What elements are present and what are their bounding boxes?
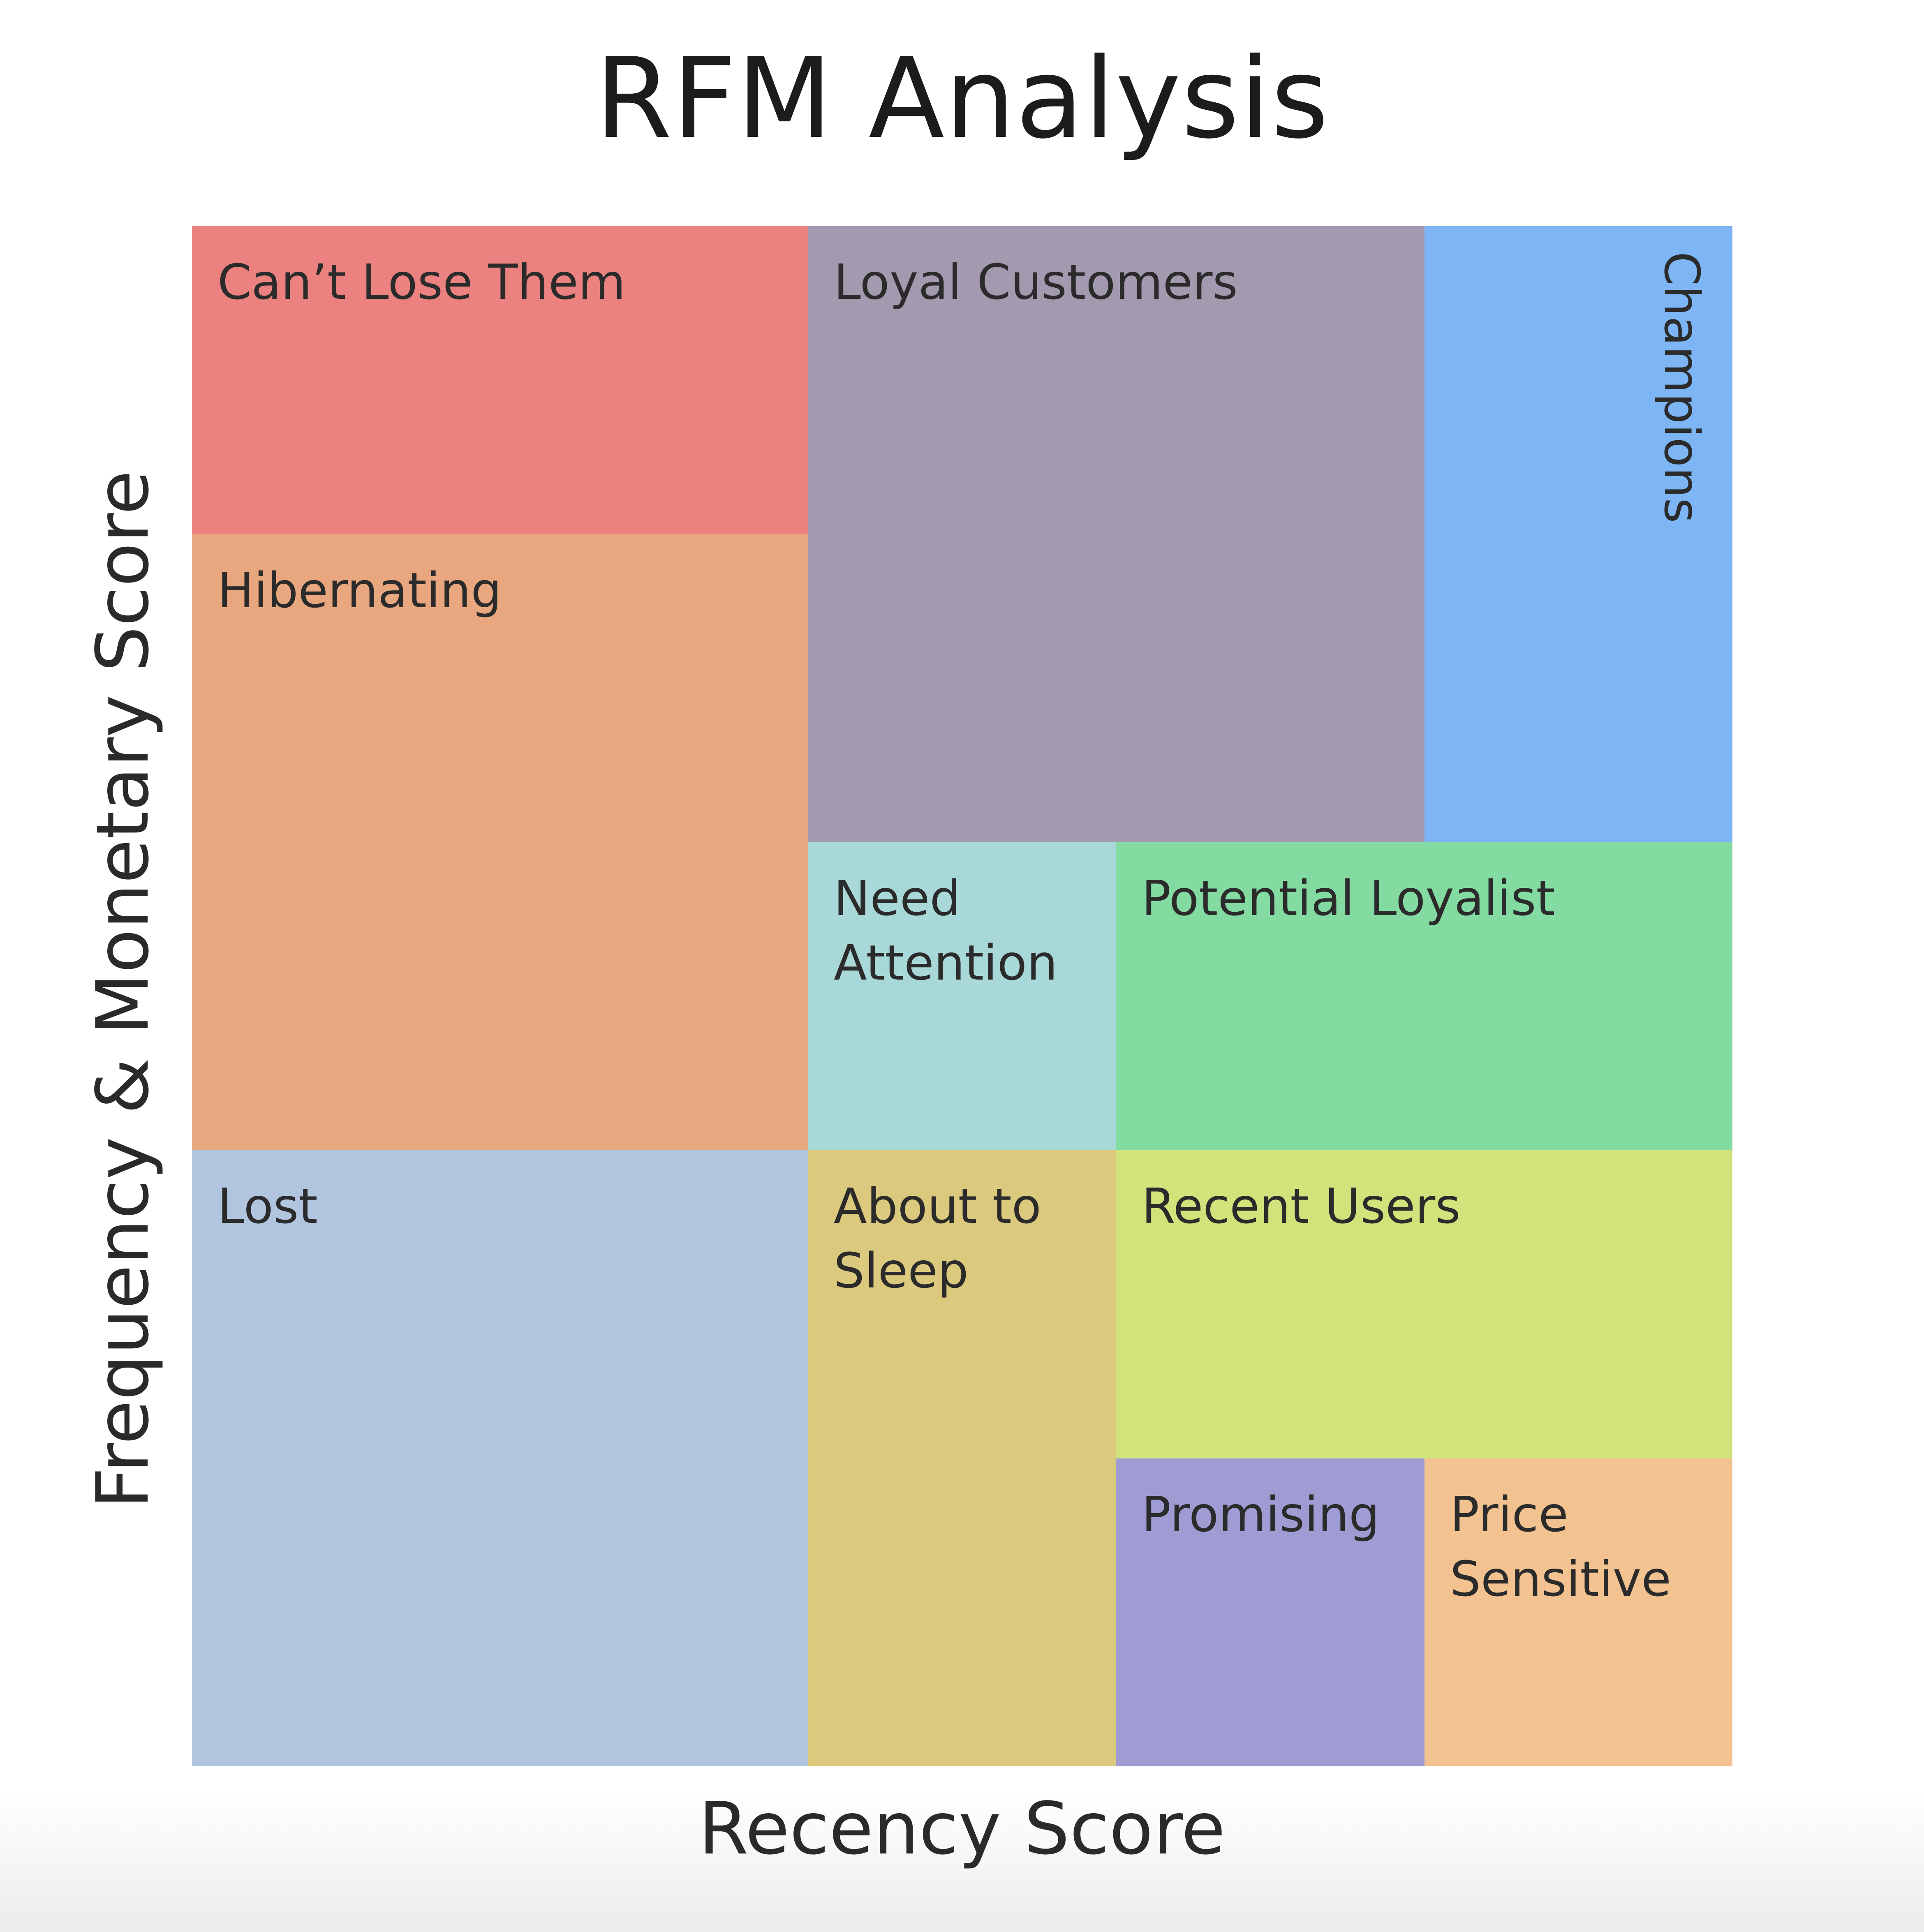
segment-promising: Promising bbox=[1116, 1458, 1424, 1766]
segment-label: Recent Users bbox=[1142, 1178, 1461, 1234]
rfm-segment-grid: Can’t Lose Them Hibernating Lost Loyal C… bbox=[192, 226, 1732, 1766]
segment-about-to-sleep: About to Sleep bbox=[808, 1150, 1116, 1766]
segment-label: Price Sensitive bbox=[1450, 1486, 1672, 1607]
y-axis-label: Frequency & Monetary Score bbox=[81, 470, 165, 1509]
x-axis-label: Recency Score bbox=[698, 1787, 1226, 1871]
segment-label: Can’t Lose Them bbox=[217, 254, 626, 310]
segment-label: Potential Loyalist bbox=[1142, 870, 1555, 927]
segment-champions: Champions bbox=[1424, 226, 1732, 842]
segment-label: Need Attention bbox=[834, 870, 1058, 991]
segment-label: About to Sleep bbox=[834, 1178, 1041, 1299]
diagram-title: RFM Analysis bbox=[594, 34, 1330, 163]
segment-price-sensitive: Price Sensitive bbox=[1424, 1458, 1732, 1766]
segment-label: Loyal Customers bbox=[834, 254, 1238, 310]
segment-label: Promising bbox=[1142, 1486, 1380, 1543]
segment-hibernating: Hibernating bbox=[192, 534, 808, 1150]
segment-label: Hibernating bbox=[217, 562, 502, 619]
segment-label: Lost bbox=[217, 1178, 318, 1234]
segment-loyal-customers: Loyal Customers bbox=[808, 226, 1424, 842]
segment-cant-lose-them: Can’t Lose Them bbox=[192, 226, 808, 534]
segment-need-attention: Need Attention bbox=[808, 842, 1116, 1150]
segment-lost: Lost bbox=[192, 1150, 808, 1766]
segment-label: Champions bbox=[1653, 252, 1710, 523]
segment-potential-loyalist: Potential Loyalist bbox=[1116, 842, 1732, 1150]
segment-recent-users: Recent Users bbox=[1116, 1150, 1732, 1458]
